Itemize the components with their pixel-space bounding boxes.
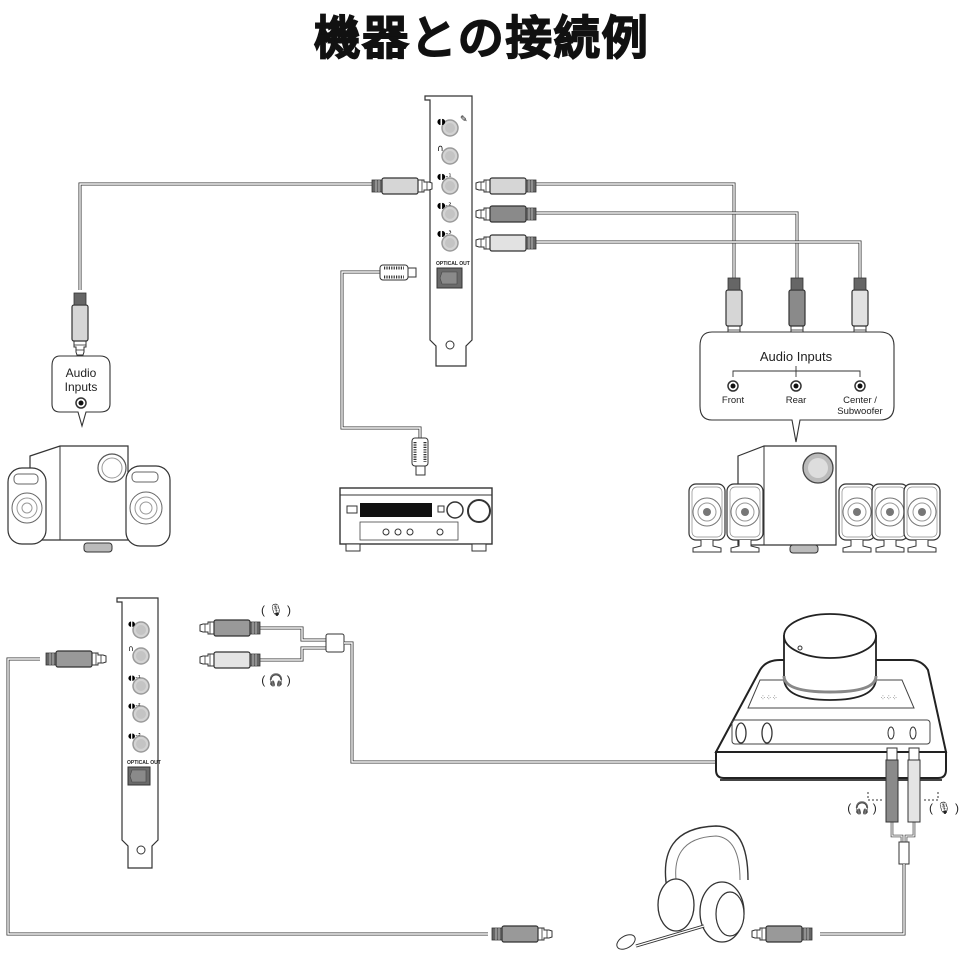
headphone-icon-bottom: ∩ [128, 644, 134, 653]
line-out-1-jack-top [441, 177, 459, 195]
optical-out-label-top: OPTICAL OUT [436, 261, 470, 267]
splitter-mic-label: ( 🎙 ) [261, 603, 291, 617]
headset [616, 825, 749, 950]
input-subwoofer-label: Subwoofer [837, 406, 882, 417]
pod-headphone-label: ( 🎧 ) [847, 801, 877, 815]
line-out-1-icon: ◖◗-¹ [437, 172, 452, 181]
splitter-cable: ( 🎙 ) ( 🎧 ) [199, 603, 722, 764]
line-out-2-icon: ◖◗-² [437, 201, 452, 210]
input-center-sub: Center / Subwoofer [837, 380, 883, 417]
stereo-audio-inputs-callout: Audio Inputs [51, 355, 111, 429]
cable-card-to-headset-extension [6, 650, 553, 943]
line-out-3-icon-bottom: ◖◗-³ [128, 732, 141, 740]
volume-knob [782, 613, 878, 701]
input-center-label: Center / [843, 395, 877, 406]
mic-icon: ◖◗ [437, 117, 445, 126]
input-front: Front [722, 380, 745, 406]
line-out-2-jack-top [441, 205, 459, 223]
grille-left: ⁘⁘⁘ [760, 694, 778, 702]
line-out-2-icon-bottom: ◖◗-² [128, 702, 141, 710]
av-receiver [339, 487, 493, 552]
sound-card-top: ◖◗ ✎ ∩ ◖◗-¹ ◖◗-² ◖◗-³ OPTICAL OUT [424, 95, 473, 367]
mic-glyph-icon: ✎ [460, 115, 468, 125]
audio-inputs-line2: Inputs [65, 380, 98, 394]
surround-audio-inputs-callout: Audio Inputs Front Rear Center / Subwoof… [699, 331, 895, 443]
cable-front [475, 177, 743, 341]
sound-card-bottom: ◖◗ ∩ ◖◗-¹ ◖◗-² ◖◗-³ OPTICAL OUT [116, 597, 161, 869]
splitter-headphone-label: ( 🎧 ) [261, 673, 291, 687]
cable-stereo-speakers [71, 177, 433, 356]
line-out-3-jack-top [441, 234, 459, 252]
surround-speakers-5-1 [688, 445, 941, 554]
cable-rear [475, 205, 806, 341]
surround-audio-inputs-title: Audio Inputs [760, 349, 833, 364]
headphone-icon: ∩ [437, 144, 444, 154]
line-out-1-icon-bottom: ◖◗-¹ [128, 674, 141, 682]
cable-optical [340, 264, 429, 476]
optical-out-label-bottom: OPTICAL OUT [127, 760, 161, 766]
audio-inputs-line1: Audio [66, 366, 97, 380]
pod-output-cables: ( 🎧 ) ( 🎙 ) [751, 747, 959, 943]
cable-center-sub [475, 234, 869, 341]
stereo-speakers-2-1 [7, 445, 171, 553]
page-title: 機器との接続例 [313, 10, 650, 66]
pod-mic-label: ( 🎙 ) [929, 801, 959, 815]
input-rear: Rear [786, 380, 807, 406]
grille-right: ⁘⁘⁘ [880, 694, 898, 702]
line-out-3-icon: ◖◗-³ [437, 229, 452, 238]
mic-icon-bottom: ◖◗ [128, 620, 136, 628]
input-front-label: Front [722, 395, 745, 406]
headphone-jack-top [441, 147, 459, 165]
input-rear-label: Rear [786, 395, 807, 406]
